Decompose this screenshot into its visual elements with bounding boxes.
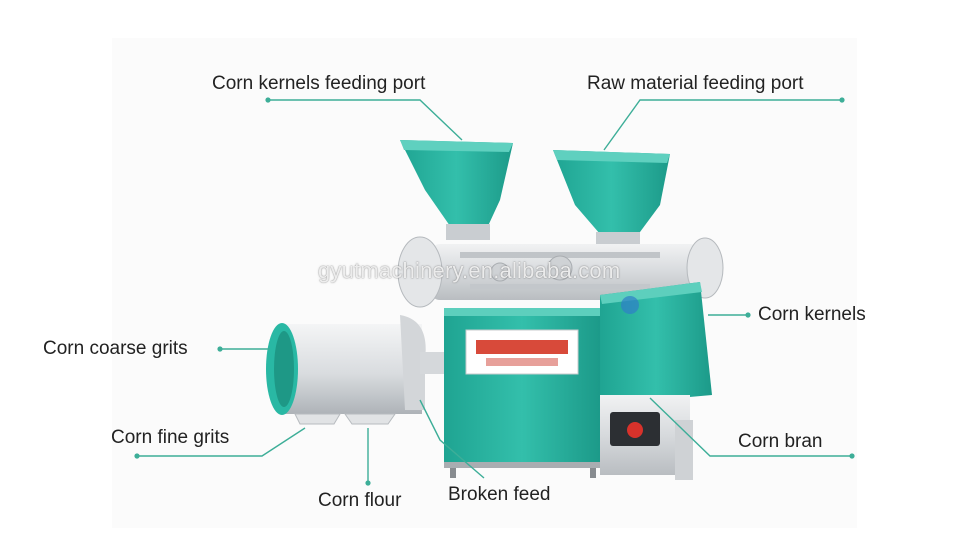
grits-drum [266, 315, 446, 425]
watermark: gyutmachinery.en.alibaba.com [318, 258, 621, 283]
leader-corn-bran [649, 397, 852, 457]
right-cabinet [600, 282, 712, 480]
label-corn-kernels: Corn kernels [758, 304, 866, 325]
leader-fine-grits [137, 427, 306, 457]
kernels-hopper [400, 140, 513, 240]
leader-kernels-feeding-port [268, 99, 463, 141]
leader-broken-feed [419, 399, 485, 479]
label-kernels-feeding-port: Corn kernels feeding port [212, 73, 426, 94]
label-raw-feeding-port: Raw material feeding port [587, 73, 804, 94]
label-broken-feed: Broken feed [448, 484, 551, 505]
leader-raw-feeding-port [603, 99, 842, 151]
label-corn-bran: Corn bran [738, 431, 823, 452]
leader-lines [137, 99, 852, 483]
center-cabinet [444, 308, 604, 478]
label-coarse-grits: Corn coarse grits [43, 338, 188, 359]
label-corn-flour: Corn flour [318, 490, 402, 511]
leader-dots [134, 97, 855, 486]
milling-assembly [397, 236, 724, 308]
label-fine-grits: Corn fine grits [111, 427, 230, 448]
